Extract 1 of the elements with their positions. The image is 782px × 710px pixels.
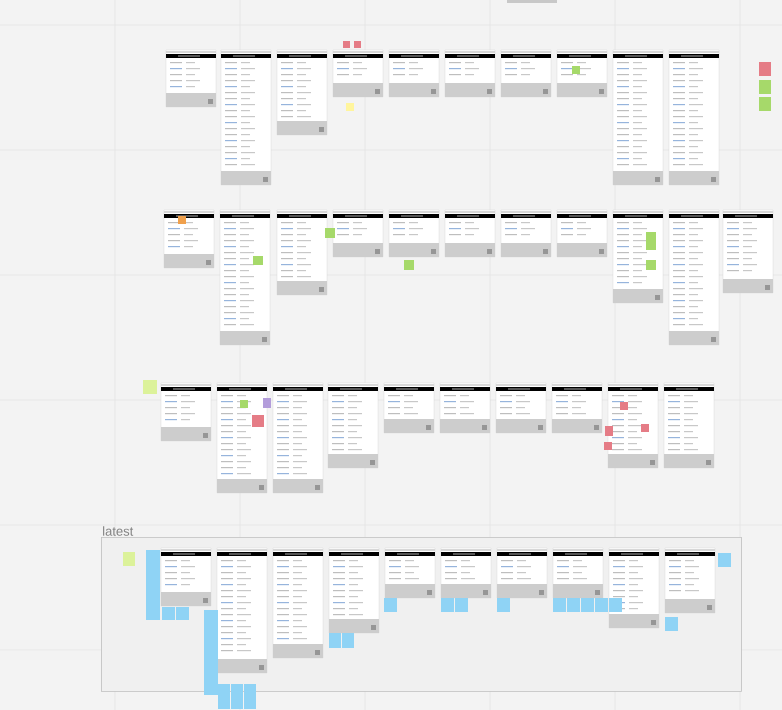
node-label: latest <box>103 526 134 536</box>
